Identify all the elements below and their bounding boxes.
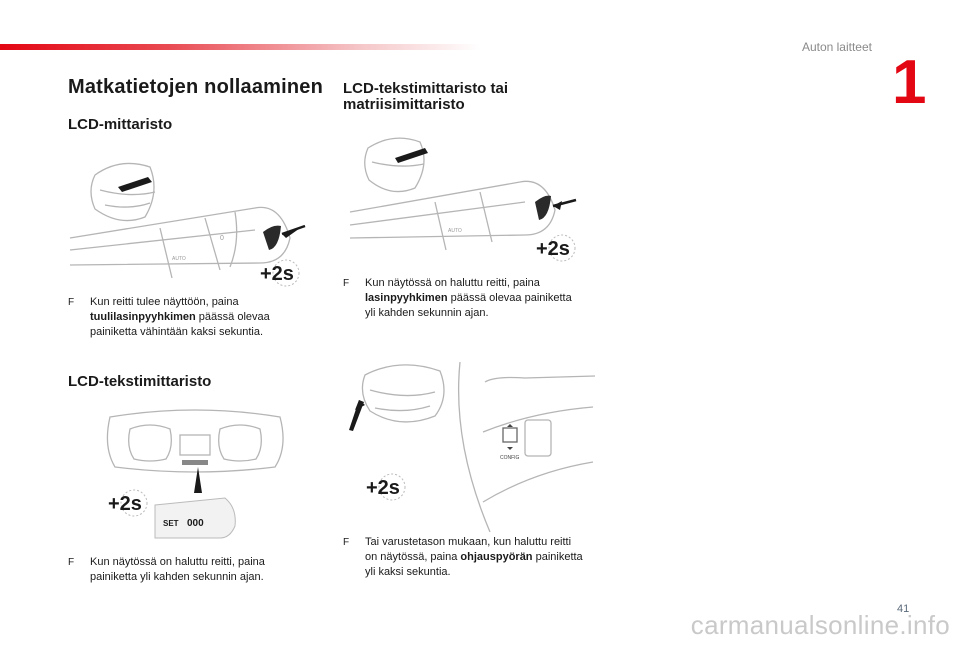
svg-text:+2s: +2s — [366, 477, 400, 499]
bullet-icon: F — [343, 537, 350, 548]
section-label: Auton laitteet — [801, 40, 872, 54]
wiper-stalk-illustration-lcd: AUTO 0 — [69, 162, 306, 279]
set-value: 000 — [187, 518, 204, 529]
wiper-stalk-illustration-matrix: AUTO — [349, 137, 577, 251]
plus-2s-badge-2: +2s — [108, 489, 148, 517]
config-label: CONFIG — [500, 455, 520, 461]
svg-text:0: 0 — [220, 235, 224, 242]
page-title: Matkatietojen nollaaminen — [68, 76, 324, 98]
set-label: SET — [163, 519, 179, 528]
steering-wheel-illustration — [349, 364, 445, 431]
pointer-arrow — [395, 148, 428, 163]
heading-lcd-text-instruments: LCD-tekstimittaristo — [68, 373, 212, 390]
plus-2s-badge-1: +2s — [260, 259, 300, 287]
steering-wheel-controls-illustration: CONFIG — [458, 362, 596, 532]
svg-text:AUTO: AUTO — [172, 256, 186, 262]
plus-2s-badge-4: +2s — [366, 473, 406, 501]
chapter-number: 1 — [892, 48, 927, 117]
paragraph-lcd: F Kun reitti tulee näyttöön, paina tuuli… — [68, 296, 270, 338]
watermark: carmanualsonline.info — [690, 610, 950, 640]
page-number: 41 — [897, 603, 910, 615]
svg-text:AUTO: AUTO — [448, 228, 462, 234]
svg-text:+2s: +2s — [108, 493, 142, 515]
pointer-arrow — [349, 400, 364, 431]
header-accent-bar — [0, 44, 480, 50]
paragraph-steering-wheel: F Tai varustetason mukaan, kun haluttu r… — [343, 536, 583, 578]
bullet-icon: F — [68, 297, 75, 308]
instrument-cluster-illustration: SET 000 — [106, 409, 284, 539]
paragraph-matrix: F Kun näytössä on haluttu reitti, paina … — [343, 277, 572, 319]
heading-lcd-instruments: LCD-mittaristo — [68, 116, 173, 133]
plus-2s-badge-3: +2s — [536, 234, 576, 262]
pointer-arrow — [194, 467, 202, 493]
bullet-icon: F — [68, 557, 75, 568]
pointer-arrow — [118, 177, 152, 192]
paragraph-lcd-text: F Kun näytössä on haluttu reitti, paina … — [68, 556, 265, 583]
svg-text:+2s: +2s — [536, 238, 570, 260]
svg-text:+2s: +2s — [260, 263, 294, 285]
config-button — [502, 427, 518, 443]
heading-lcd-text-or-matrix: LCD-tekstimittaristo tai matriisimittari… — [343, 80, 509, 113]
bullet-icon: F — [343, 278, 350, 289]
